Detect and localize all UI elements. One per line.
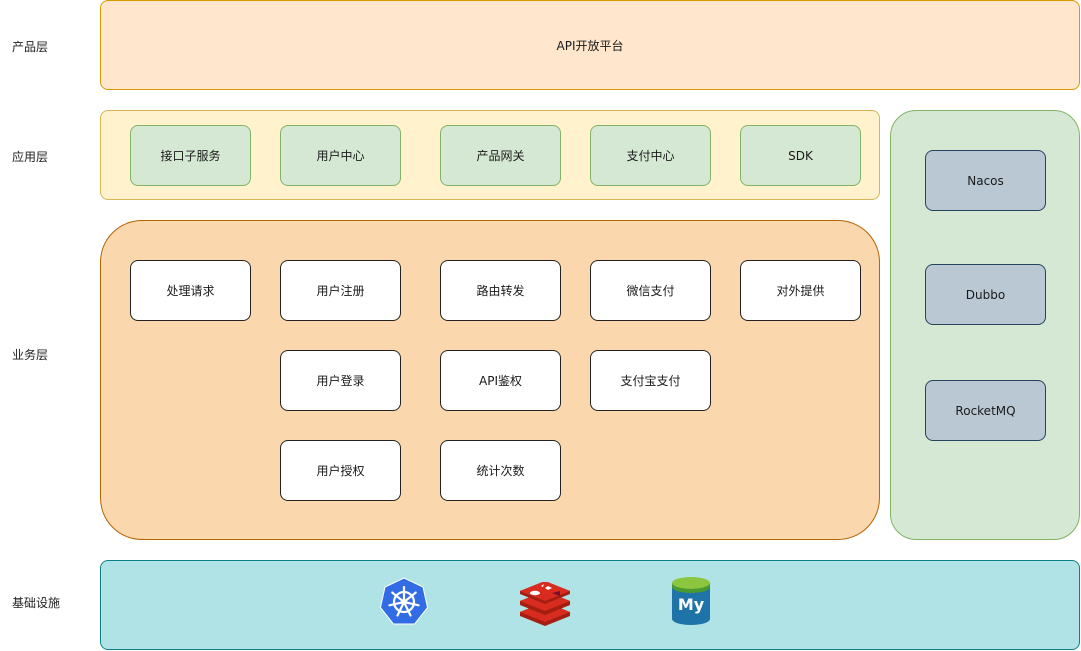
layer-label-product: 产品层 xyxy=(12,40,49,54)
business-item-handle-request[interactable]: 处理请求 xyxy=(130,260,251,321)
layer-label-application: 应用层 xyxy=(12,150,49,164)
app-item-payment-center[interactable]: 支付中心 xyxy=(590,125,711,186)
business-item-api-auth[interactable]: API鉴权 xyxy=(440,350,561,411)
product-layer[interactable]: API开放平台 xyxy=(100,0,1080,90)
business-item-wechat-pay[interactable]: 微信支付 xyxy=(590,260,711,321)
layer-label-infrastructure: 基础设施 xyxy=(12,596,61,610)
layer-label-business: 业务层 xyxy=(12,348,49,362)
business-item-alipay[interactable]: 支付宝支付 xyxy=(590,350,711,411)
app-item-interface-service[interactable]: 接口子服务 xyxy=(130,125,251,186)
business-item-user-authorize[interactable]: 用户授权 xyxy=(280,440,401,501)
middleware-item-dubbo[interactable]: Dubbo xyxy=(925,264,1046,325)
business-item-route-forward[interactable]: 路由转发 xyxy=(440,260,561,321)
infrastructure-layer xyxy=(100,560,1080,650)
mysql-icon-text: My xyxy=(678,595,705,614)
business-item-user-login[interactable]: 用户登录 xyxy=(280,350,401,411)
mysql-icon: My xyxy=(672,577,710,625)
business-item-user-register[interactable]: 用户注册 xyxy=(280,260,401,321)
app-item-product-gateway[interactable]: 产品网关 xyxy=(440,125,561,186)
middleware-item-nacos[interactable]: Nacos xyxy=(925,150,1046,211)
middleware-item-rocketmq[interactable]: RocketMQ xyxy=(925,380,1046,441)
app-item-user-center[interactable]: 用户中心 xyxy=(280,125,401,186)
product-layer-title: API开放平台 xyxy=(556,38,624,53)
redis-icon xyxy=(520,582,570,626)
app-item-sdk[interactable]: SDK xyxy=(740,125,861,186)
business-item-external-provide[interactable]: 对外提供 xyxy=(740,260,861,321)
business-item-count-stats[interactable]: 统计次数 xyxy=(440,440,561,501)
kubernetes-icon xyxy=(379,577,429,625)
